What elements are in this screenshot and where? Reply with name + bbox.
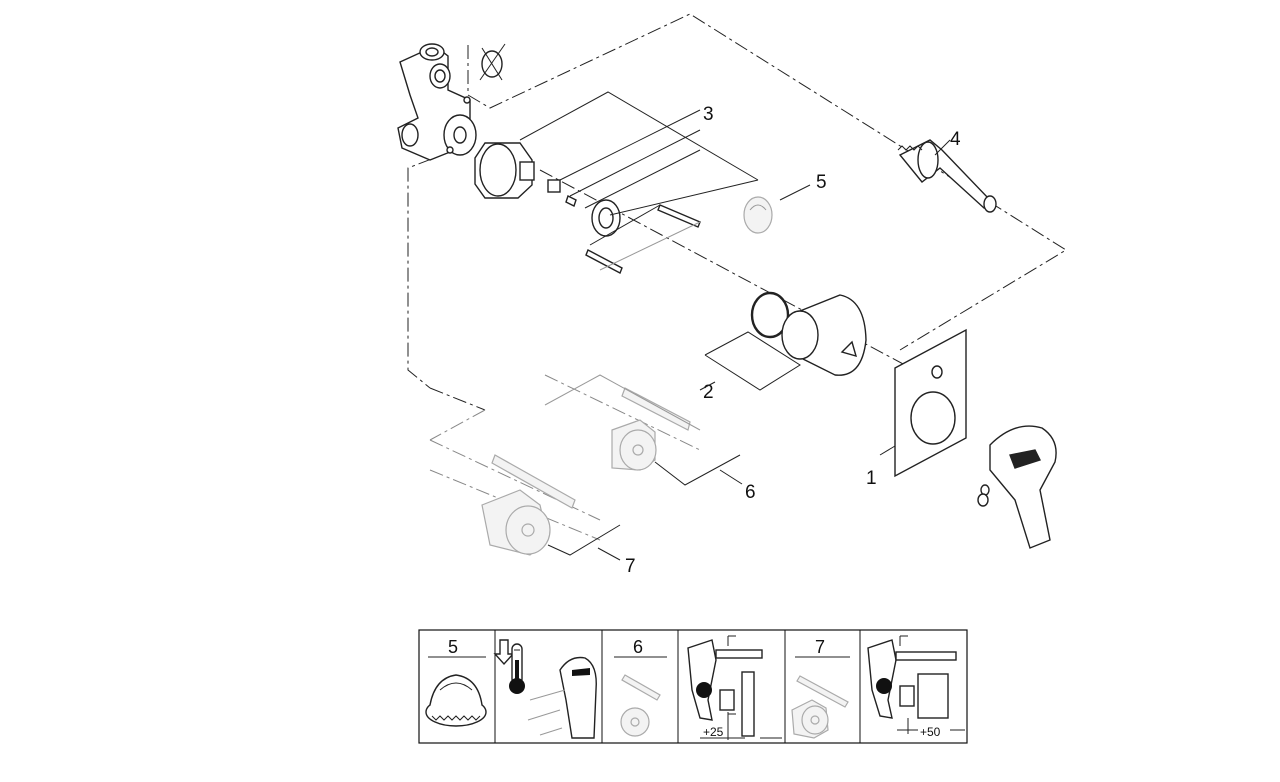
table-cell-label: 6	[633, 637, 643, 657]
sleeve-assembly	[704, 291, 867, 391]
mixer-body	[397, 43, 506, 161]
temperature-icon	[509, 643, 525, 694]
table-cell-handle	[493, 639, 597, 739]
option-6-parts	[544, 374, 741, 486]
body-section-icon	[867, 635, 957, 734]
callout-3-bracket	[519, 91, 759, 271]
callout-3: 3	[703, 104, 714, 125]
option-7-parts	[481, 454, 621, 556]
table-cell-7: 7	[791, 637, 850, 739]
callout-7: 7	[625, 556, 636, 577]
dimension-plus-25: +25	[703, 725, 724, 739]
cartridge-assembly	[474, 142, 773, 274]
extension-icon	[620, 674, 661, 737]
table-cell-6: 6	[614, 637, 667, 737]
cover-plate	[879, 328, 967, 478]
body-section-icon	[687, 635, 763, 740]
table-cell-install-25: +25	[687, 635, 782, 740]
callout-2: 2	[703, 382, 714, 403]
callout-5: 5	[816, 172, 827, 193]
callout-1: 1	[866, 468, 877, 489]
spindle-cap-icon	[425, 674, 487, 727]
callout-4: 4	[950, 129, 961, 150]
callout-6: 6	[745, 482, 756, 503]
lever-handle-icon	[527, 656, 597, 739]
spindle	[897, 139, 997, 213]
option-table: 5	[418, 629, 968, 744]
table-cell-install-50: +50	[867, 635, 965, 739]
callout-labels: 1 2 3 4 5 6 7	[597, 104, 961, 577]
table-cell-label: 7	[815, 637, 825, 657]
dimension-plus-50: +50	[920, 725, 941, 739]
arrow-down-icon	[493, 639, 515, 666]
table-cell-5: 5	[425, 637, 487, 727]
extension-icon	[791, 675, 849, 739]
table-cell-label: 5	[448, 637, 458, 657]
lever-handle	[977, 425, 1057, 549]
